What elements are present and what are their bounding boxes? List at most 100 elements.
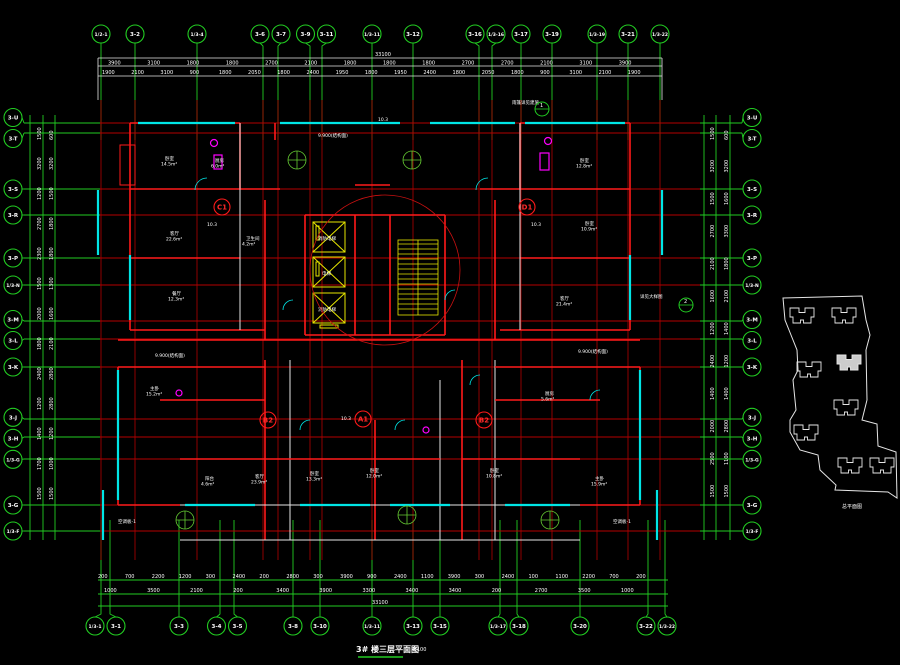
axis-bubble-bottom: 3-8 xyxy=(283,616,303,636)
dimension-top-row2: 2050 xyxy=(248,70,261,76)
key-plan-building xyxy=(837,457,863,474)
key-plan-building xyxy=(793,424,819,441)
elevator-cross xyxy=(312,221,346,253)
axis-bubble-label: 3-J xyxy=(9,415,17,421)
axis-bubble-leader xyxy=(94,612,102,618)
axis-bubble-leader xyxy=(259,42,264,52)
axis-bubble-label: 3-M xyxy=(746,318,758,324)
axis-bubble-left: 3-L xyxy=(3,330,23,351)
section-mark-right-number: 2 xyxy=(684,299,687,305)
axis-bubble-right: 3-L xyxy=(742,330,762,351)
axis-bubble-right: 3-J xyxy=(742,407,762,427)
axis-bubble-circle xyxy=(3,179,23,199)
room-area: 5.6m² xyxy=(541,397,555,403)
axis-bubble-label: 1/3-G xyxy=(6,457,20,463)
axis-bubble-circle xyxy=(742,128,762,149)
dimension-bottom-row1: 3400 xyxy=(406,588,419,594)
axis-bubble-right: 1/3-F xyxy=(742,521,762,541)
axis-bubble-label: 1/3-4 xyxy=(191,32,204,38)
axis-bubble-circle xyxy=(3,107,23,128)
elevation-mid-right: 10.3 xyxy=(531,222,541,228)
axis-bubble-circle xyxy=(250,24,270,44)
dimension-top-row2: 2050 xyxy=(482,70,495,76)
dimension-bottom-row2: 300 xyxy=(475,574,485,580)
axis-bubble-label: 3-R xyxy=(8,213,19,219)
door-swing-arc xyxy=(444,289,456,301)
dimension-bottom-row1: 3500 xyxy=(147,588,160,594)
dimension-bottom-row2: 3900 xyxy=(448,574,461,580)
unit-tag-circle xyxy=(354,410,372,428)
axis-bubble-circle xyxy=(486,24,506,44)
dimension-bottom-row2: 2400 xyxy=(502,574,515,580)
axis-bubble-circle xyxy=(316,24,337,44)
dimension-top-row2: 1900 xyxy=(628,70,641,76)
axis-bubble-bottom: 3-22 xyxy=(636,616,656,636)
level-note-left: 9.900(结构面) xyxy=(155,352,185,359)
dimension-top-row2: 1800 xyxy=(277,70,290,76)
axis-bubble-bottom: 3-1 xyxy=(106,616,126,636)
axis-bubble-label: 3-P xyxy=(8,256,18,262)
axis-bubble-bottom: 1/3-11 xyxy=(362,616,382,636)
room-name: 卧室 xyxy=(310,470,319,477)
axis-bubble-label: 3-18 xyxy=(512,624,526,630)
elevator-label-3: 消防电梯 xyxy=(318,306,336,313)
dimension-bottom-row2: 900 xyxy=(367,574,377,580)
axis-bubble-label: 3-H xyxy=(747,436,758,442)
dimension-left-outer: 1200 xyxy=(37,187,43,200)
axis-bubble-circle xyxy=(3,428,23,448)
key-plan-building xyxy=(789,307,815,324)
building-footprint xyxy=(869,457,895,474)
dimension-top-row1: 2700 xyxy=(265,61,278,67)
sanitary-fixtures xyxy=(175,136,553,434)
dimension-bottom-row2: 1100 xyxy=(421,574,434,580)
axis-bubble-leader xyxy=(109,612,117,618)
axis-bubble-right: 3-U xyxy=(742,107,762,128)
dimension-left-outer: 1700 xyxy=(37,457,43,470)
axis-bubble-label: 3-19 xyxy=(545,32,559,38)
axis-bubble-circle xyxy=(511,24,531,44)
dimension-top-row1: 3900 xyxy=(108,61,121,67)
axis-bubble-circle xyxy=(488,616,508,636)
axis-bubble-top: 3-11 xyxy=(316,24,337,44)
unit-tag-circle xyxy=(213,198,231,216)
axis-bubble-left: 3-T xyxy=(3,128,23,149)
section-marker-right: 2 xyxy=(678,297,694,313)
dimension-bottom-row2: 3900 xyxy=(340,574,353,580)
dimension-top-row2: 1800 xyxy=(365,70,378,76)
door-swing-arc xyxy=(394,419,406,431)
room-area: 15.2m² xyxy=(146,392,162,398)
room-labels: 卧室14.5m²客厅22.6m²餐厅12.3m²厨房6.0m²卫生间4.2m²卧… xyxy=(146,155,607,488)
axis-bubble-left: 3-U xyxy=(3,107,23,128)
axis-bubble-circle xyxy=(106,616,126,636)
axis-bubble-circle xyxy=(3,248,23,268)
door-swing-arc xyxy=(589,389,601,401)
dimension-bottom-row2: 1100 xyxy=(555,574,568,580)
axis-bubble-top: 3-2 xyxy=(125,24,145,44)
room-name: 卫生间 xyxy=(246,235,260,242)
dimension-left-outer: 1400 xyxy=(37,427,43,440)
room-name: 厨房 xyxy=(545,390,554,397)
axis-bubble-circle xyxy=(587,24,607,44)
key-plan-building xyxy=(796,361,822,378)
axis-bubble-right: 1/3-G xyxy=(742,449,762,469)
planter-symbols xyxy=(175,150,560,530)
axis-bubble-circle xyxy=(3,407,23,427)
section-marker-top: 1 xyxy=(534,101,550,117)
dimension-bottom-row1: 3400 xyxy=(449,588,462,594)
callout-top: 雨篷详见建施 xyxy=(512,99,539,106)
axis-bubble-label: 3-G xyxy=(747,503,758,509)
sink-fixture xyxy=(539,152,550,171)
room-area: 22.6m² xyxy=(166,237,182,243)
axis-bubble-label: 3-9 xyxy=(301,32,311,38)
door-swing-arc xyxy=(299,419,311,431)
toilet-fixture xyxy=(543,136,553,146)
dimension-right-inner: 1400 xyxy=(724,322,730,335)
axis-bubble-circle xyxy=(650,24,670,44)
dimension-left-outer: 1500 xyxy=(37,277,43,290)
dimension-left-inner: 1200 xyxy=(49,427,55,440)
dimension-top-row1: 2100 xyxy=(304,61,317,67)
room-name: 客厅 xyxy=(255,473,264,480)
axis-bubble-label: 1/3-F xyxy=(7,529,20,535)
